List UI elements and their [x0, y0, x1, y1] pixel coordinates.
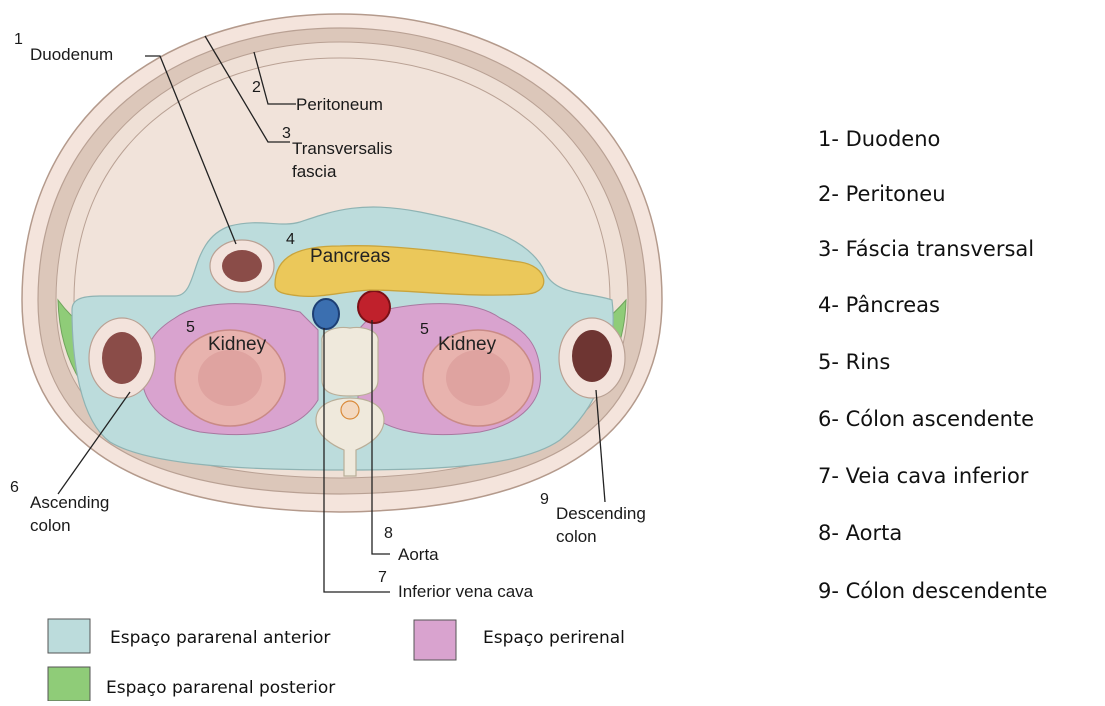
key-item: 5- Rins [818, 350, 890, 374]
legend-label-anterior: Espaço pararenal anterior [110, 628, 330, 648]
label-descending-2: colon [556, 527, 597, 546]
label-descending-1: Descending [556, 504, 646, 523]
num-duodenum: 1 [14, 31, 23, 48]
right-kidney-medulla [446, 350, 510, 406]
num-pancreas: 4 [286, 231, 295, 248]
ascending-colon-lumen [102, 332, 142, 384]
key-item: 8- Aorta [818, 521, 902, 545]
num-kidney-left: 5 [186, 319, 195, 336]
legend-label-posterior: Espaço pararenal posterior [106, 678, 335, 698]
label-aorta: Aorta [398, 545, 439, 564]
num-descending: 9 [540, 491, 549, 508]
key-item: 4- Pâncreas [818, 293, 940, 317]
label-transversalis-2: fascia [292, 162, 337, 181]
vertebra [322, 328, 378, 396]
descending-colon-lumen [572, 330, 612, 382]
key-item: 6- Cólon ascendente [818, 407, 1034, 431]
label-ivc: Inferior vena cava [398, 582, 534, 601]
legend-swatch-posterior [48, 667, 90, 701]
label-duodenum: Duodenum [30, 45, 113, 64]
label-transversalis-1: Transversalis [292, 139, 392, 158]
key-item: 9- Cólon descendente [818, 579, 1047, 603]
num-ascending: 6 [10, 479, 19, 496]
key-item: 1- Duodeno [818, 127, 940, 151]
legend-swatch-perirenal [414, 620, 456, 660]
key-item: 2- Peritoneu [818, 182, 946, 206]
num-transversalis: 3 [282, 125, 291, 142]
duodenum-lumen [222, 250, 262, 282]
legend-swatch-anterior [48, 619, 90, 653]
key-item: 7- Veia cava inferior [818, 464, 1029, 488]
key-list: 1- Duodeno 2- Peritoneu 3- Fáscia transv… [818, 127, 1047, 603]
label-ascending-2: colon [30, 516, 71, 535]
label-pancreas: Pancreas [310, 246, 390, 267]
inferior-vena-cava [313, 299, 339, 329]
label-peritoneum: Peritoneum [296, 95, 383, 114]
key-item: 3- Fáscia transversal [818, 237, 1034, 261]
num-aorta: 8 [384, 525, 393, 542]
left-kidney-medulla [198, 350, 262, 406]
aorta [358, 291, 390, 323]
spinal-cord [341, 401, 359, 419]
num-peritoneum: 2 [252, 79, 261, 96]
label-kidney-right: Kidney [438, 334, 497, 355]
legend-label-perirenal: Espaço perirenal [483, 628, 625, 648]
label-kidney-left: Kidney [208, 334, 267, 355]
color-legend: Espaço pararenal anterior Espaço periren… [48, 619, 625, 701]
num-ivc: 7 [378, 569, 387, 586]
label-ascending-1: Ascending [30, 493, 109, 512]
num-kidney-right: 5 [420, 321, 429, 338]
